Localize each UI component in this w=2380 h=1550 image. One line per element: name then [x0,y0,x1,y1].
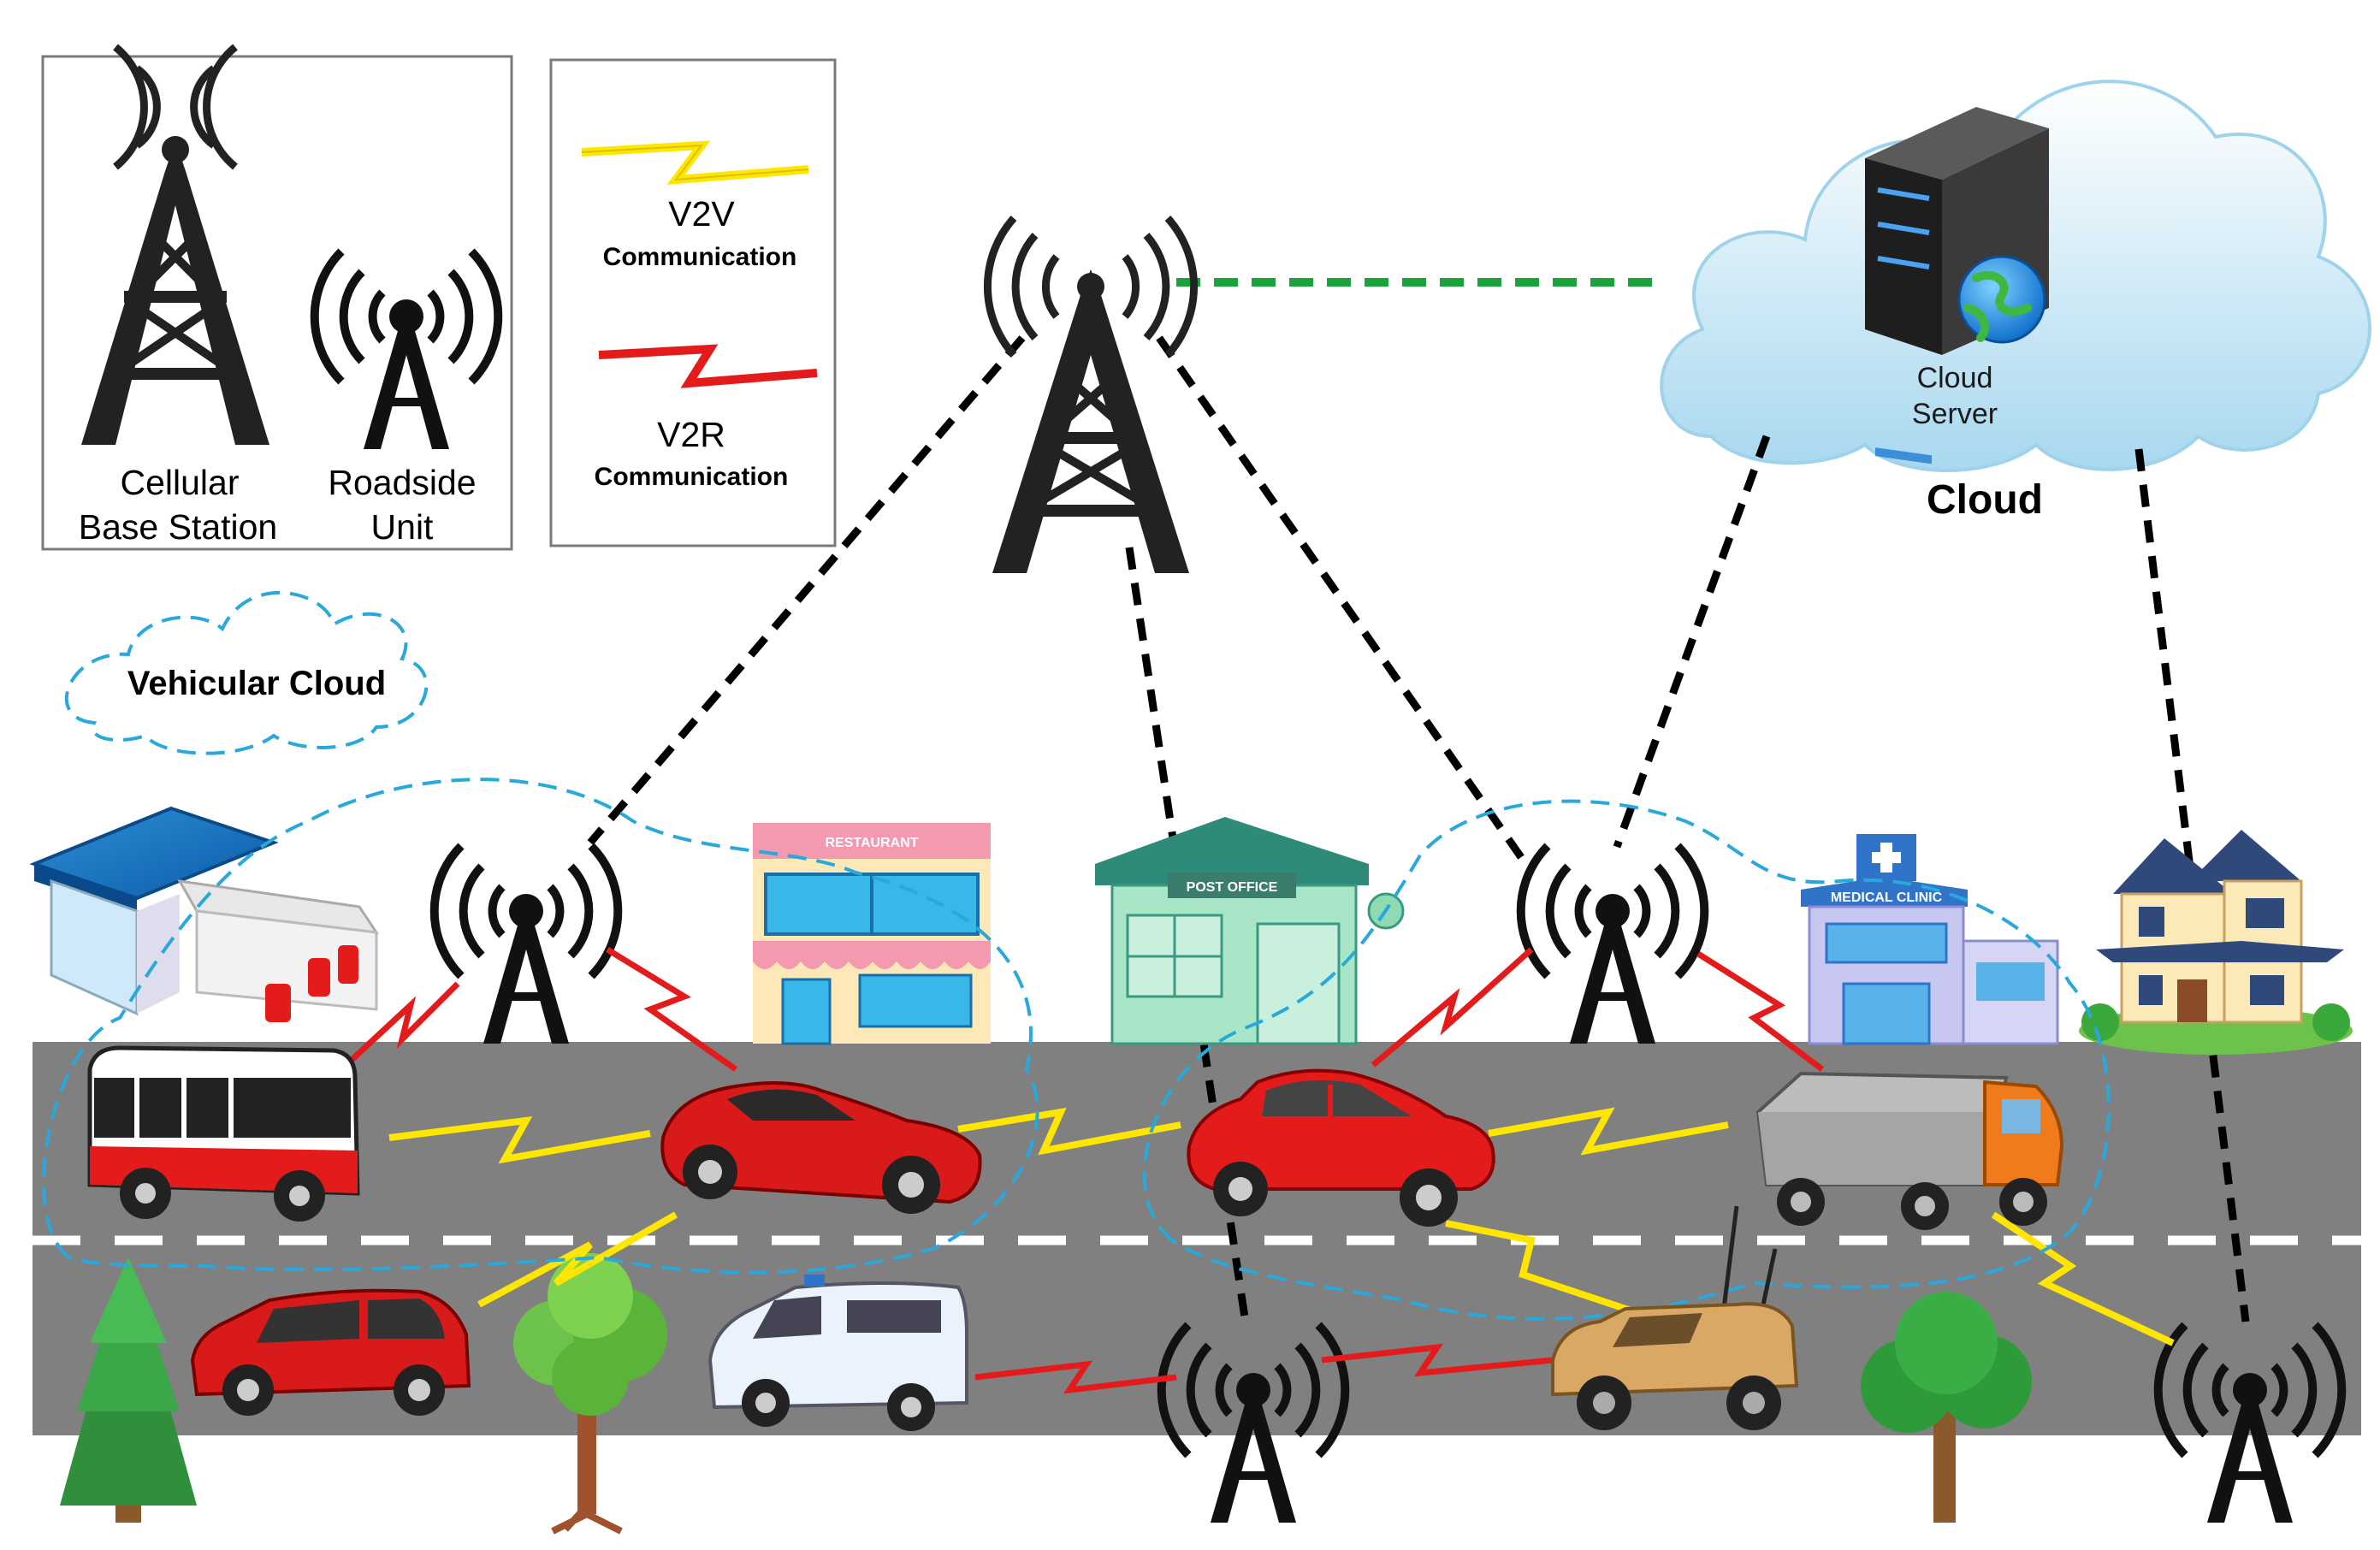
v2r-links [348,947,1825,1394]
v2r-bolt-icon [598,344,818,388]
military-jeep [1551,1205,1799,1430]
red-suv [190,1288,471,1416]
medical-clinic-building: MEDICAL CLINIC [1801,834,2059,1045]
v2v-title: V2V [668,194,735,234]
roadside-unit-icon [310,248,503,449]
restaurant-building: RESTAURANT [753,823,991,1045]
red-sedan [1187,1068,1495,1227]
cloud-group: Cloud Server Cloud [1660,80,2371,523]
roadside-unit-3 [1157,1322,1350,1523]
roadside-unit-1 [429,843,623,1044]
post-office-building: POST OFFICE [1095,817,1405,1045]
v2r-title: V2R [657,415,725,454]
vehicular-cloud-regions [42,778,2111,1321]
restaurant-sign: RESTAURANT [825,836,918,850]
post-office-sign: POST OFFICE [1187,880,1278,895]
legend-node-types: Cellular Base Station Roadside Unit [41,44,513,551]
cloud-label: Cloud [1927,477,2043,523]
clinic-sign: MEDICAL CLINIC [1831,890,1943,905]
red-sports-car [660,1081,982,1214]
oak-tree-left [513,1253,667,1535]
cloud-server-icon [1865,107,2049,464]
vehicular-cloud-legend: Vehicular Cloud [65,590,429,755]
cloud-server-label-line2: Server [1912,398,1998,430]
v2v-subtitle: Communication [603,243,797,271]
v2r-subtitle: Communication [595,463,789,491]
roadside-unit-2 [1516,843,1709,1044]
house-building [2079,830,2353,1055]
base-station-label-line1: Cellular [121,463,240,502]
v2v-links [388,1107,2175,1346]
vehicular-cloud-label: Vehicular Cloud [127,665,386,702]
rsu-label-line1: Roadside [328,463,476,502]
ambulance [707,1275,968,1431]
truck [1755,1071,2064,1230]
cellular-base-station-icon [81,44,269,445]
oak-tree-right [1861,1292,2032,1523]
rsu-label-line2: Unit [371,507,435,547]
legend-link-types: V2V Communication V2R Communication [549,58,837,547]
main-cellular-base-station [983,216,1199,573]
gas-station [29,806,380,1022]
cloud-server-label-line1: Cloud [1917,362,1993,394]
bus [87,1045,360,1222]
base-station-label-line2: Base Station [79,507,278,547]
pine-tree [60,1257,197,1523]
